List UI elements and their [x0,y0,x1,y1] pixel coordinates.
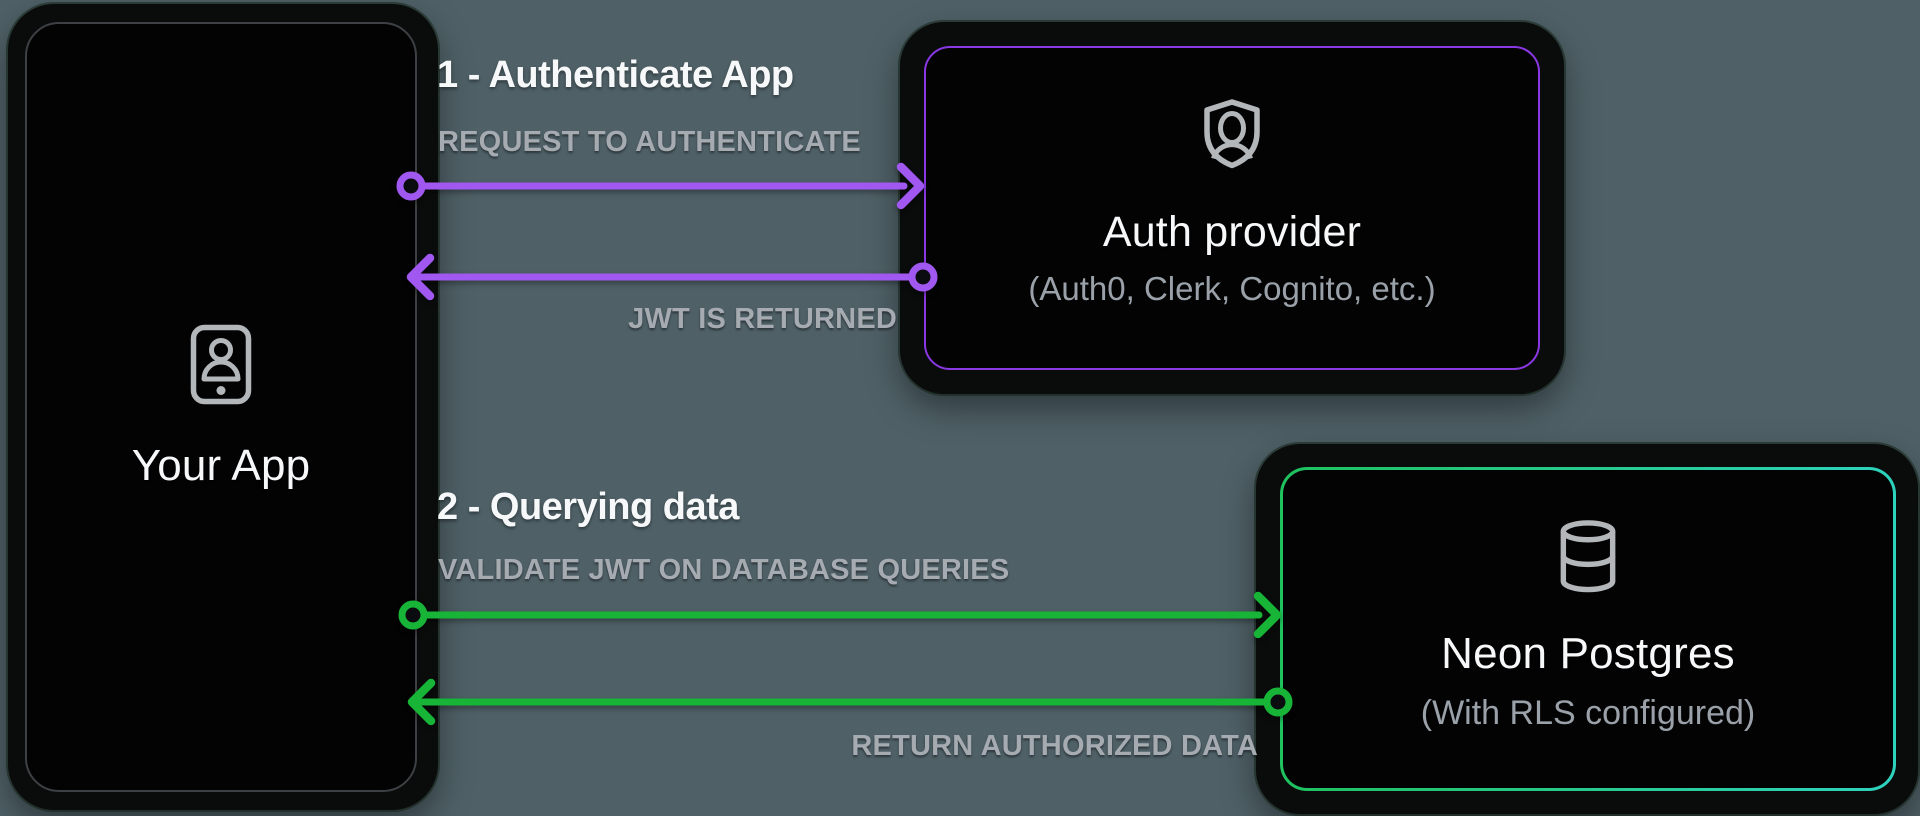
arrow-validate-jwt [398,591,1282,639]
neon-postgres-title: Neon Postgres [1441,628,1735,678]
node-neon-postgres: Neon Postgres (With RLS configured) [1256,444,1918,814]
neon-postgres-subtitle: (With RLS configured) [1420,693,1756,732]
connection-dot [396,171,426,201]
auth-provider-panel: Auth provider (Auth0, Clerk, Cognito, et… [924,46,1540,370]
arrow-request-authenticate [396,162,925,210]
mobile-user-icon [190,325,252,405]
validate-jwt-label: VALIDATE JWT ON DATABASE QUERIES [438,554,1010,586]
node-auth-provider: Auth provider (Auth0, Clerk, Cognito, et… [900,22,1564,394]
connection-dot [1263,687,1293,717]
your-app-panel: Your App [25,22,417,792]
your-app-title: Your App [131,441,311,491]
jwt-returned-label: JWT IS RETURNED [628,303,897,335]
request-to-authenticate-label: REQUEST TO AUTHENTICATE [438,126,861,158]
node-your-app: Your App [8,4,438,810]
connection-dot [908,262,938,292]
step-2-title: 2 - Querying data [437,486,739,528]
arrow-return-authorized-data [407,678,1293,726]
auth-provider-title: Auth provider [1102,208,1362,257]
neon-gradient-border: Neon Postgres (With RLS configured) [1280,467,1896,791]
neon-postgres-panel: Neon Postgres (With RLS configured) [1283,470,1893,788]
arrow-jwt-returned [406,253,938,301]
connection-dot [398,600,428,630]
shield-user-icon [1204,99,1260,169]
auth-provider-subtitle: (Auth0, Clerk, Cognito, etc.) [1028,270,1436,308]
step-1-title: 1 - Authenticate App [437,54,794,96]
database-icon [1560,519,1616,592]
return-authorized-data-label: RETURN AUTHORIZED DATA [851,730,1258,762]
